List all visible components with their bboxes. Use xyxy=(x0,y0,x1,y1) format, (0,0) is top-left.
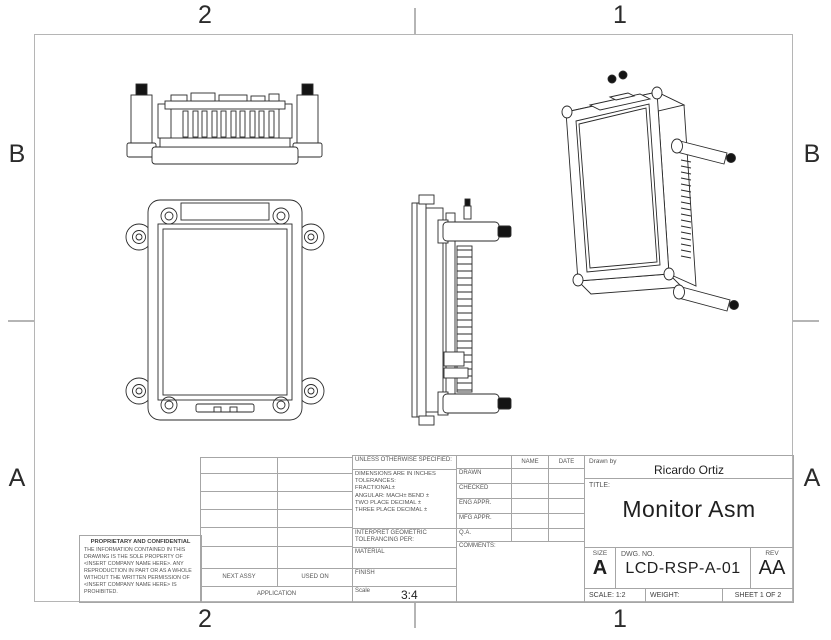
zone-label-bottom-2: 2 xyxy=(198,605,212,633)
zone-label-bottom-1: 1 xyxy=(613,605,627,633)
finish-cell: FINISH xyxy=(352,568,457,587)
scale-34-value: 3:4 xyxy=(401,588,418,602)
dwg-no-value: LCD-RSP-A-01 xyxy=(625,560,741,577)
next-assy-cell: NEXT ASSY xyxy=(200,568,278,587)
tolerance-header-cell: UNLESS OTHERWISE SPECIFIED: xyxy=(352,455,457,470)
sheet-cell: SHEET 1 OF 2 xyxy=(722,588,794,603)
application-cell: APPLICATION xyxy=(200,586,353,603)
top-view xyxy=(126,83,323,165)
app-grid-cell xyxy=(200,457,278,474)
approval-row-label: CHECKED xyxy=(456,483,512,499)
app-grid-cell xyxy=(277,473,353,492)
app-grid-cell xyxy=(277,546,353,569)
proprietary-body: THE INFORMATION CONTAINED IN THIS DRAWIN… xyxy=(84,547,192,595)
dwg-no-label: DWG. NO. xyxy=(621,551,655,558)
zone-label-right-a: A xyxy=(803,464,821,492)
proprietary-heading: PROPRIETARY AND CONFIDENTIAL xyxy=(90,539,191,545)
zone-label-left-a: A xyxy=(8,464,26,492)
approval-date-cell xyxy=(548,483,585,499)
approval-name-cell xyxy=(511,483,549,499)
app-grid-cell xyxy=(277,509,353,528)
zone-label-top-1: 1 xyxy=(613,1,627,29)
comments-cell: COMMENTS: xyxy=(456,541,585,603)
size-label: SIZE xyxy=(592,550,608,557)
material-cell: MATERIAL xyxy=(352,547,457,569)
rev-value: AA xyxy=(758,557,786,579)
weight-cell: WEIGHT: xyxy=(645,588,723,603)
used-on-cell: USED ON xyxy=(277,568,353,587)
app-grid-cell xyxy=(277,527,353,547)
scale-34-cell: Scale 3:4 xyxy=(352,586,457,603)
sheet-border xyxy=(34,34,793,602)
approval-name-cell xyxy=(511,498,549,514)
app-grid-cell xyxy=(200,546,278,569)
tolerance-body-cell: DIMENSIONS ARE IN INCHES TOLERANCES: FRA… xyxy=(352,469,457,529)
proprietary-block: PROPRIETARY AND CONFIDENTIAL THE INFORMA… xyxy=(79,535,202,603)
drawn-by-label: Drawn by xyxy=(589,458,617,465)
isometric-view xyxy=(561,70,739,312)
size-cell: SIZE A xyxy=(584,547,616,589)
approval-name-cell xyxy=(511,468,549,484)
app-grid-cell xyxy=(277,491,353,510)
approval-name-cell xyxy=(511,513,549,529)
scale-cell: SCALE: 1:2 xyxy=(584,588,646,603)
weight-label: WEIGHT: xyxy=(650,592,680,599)
zone-label-right-b: B xyxy=(803,140,821,168)
approval-date-cell xyxy=(548,528,585,542)
rev-cell: REV AA xyxy=(750,547,794,589)
approval-name-cell xyxy=(511,528,549,542)
zone-tick-bottom xyxy=(414,601,416,628)
app-grid-cell xyxy=(200,491,278,510)
approval-row-label: DRAWN xyxy=(456,468,512,484)
approval-row-label: MFG APPR. xyxy=(456,513,512,529)
scale-value: SCALE: 1:2 xyxy=(589,592,626,599)
app-grid-cell xyxy=(200,473,278,492)
approval-date-cell xyxy=(548,468,585,484)
title-label: TITLE: xyxy=(589,482,611,489)
zone-label-top-2: 2 xyxy=(198,1,212,29)
size-value: A xyxy=(592,557,608,579)
approval-date-cell xyxy=(548,498,585,514)
name-header-cell: NAME xyxy=(511,455,549,469)
scale-34-label: Scale xyxy=(355,588,371,594)
approval-row-label: Q.A. xyxy=(456,528,512,542)
app-grid-cell xyxy=(277,457,353,474)
zone-label-left-b: B xyxy=(8,140,26,168)
approval-date-cell xyxy=(548,513,585,529)
app-grid-cell xyxy=(200,509,278,528)
zone-tick-top xyxy=(414,8,416,35)
dwg-no-cell: DWG. NO. LCD-RSP-A-01 xyxy=(615,547,751,589)
app-grid-cell xyxy=(200,527,278,547)
zone-tick-left xyxy=(8,320,35,322)
interpret-cell: INTERPRET GEOMETRIC TOLERANCING PER: xyxy=(352,528,457,548)
drawn-by-cell: Drawn by Ricardo Ortiz xyxy=(584,455,794,479)
approval-row-label: ENG APPR. xyxy=(456,498,512,514)
approvals-header-blank xyxy=(456,455,512,469)
side-view xyxy=(411,194,512,426)
drawn-by-value: Ricardo Ortiz xyxy=(653,463,724,477)
title-value: Monitor Asm xyxy=(622,496,756,522)
date-header-cell: DATE xyxy=(548,455,585,469)
zone-tick-right xyxy=(792,320,819,322)
front-view xyxy=(125,199,325,421)
rev-label: REV xyxy=(765,550,779,557)
title-cell: TITLE: Monitor Asm xyxy=(584,478,794,548)
